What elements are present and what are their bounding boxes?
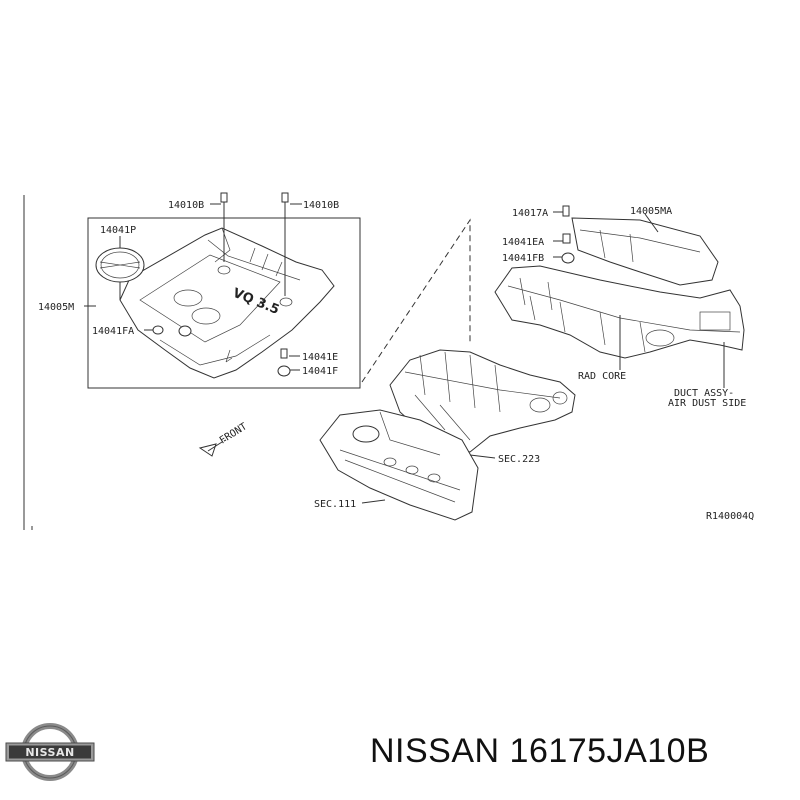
label-14017a: 14017A — [512, 208, 548, 219]
label-sec111: SEC.111 — [314, 499, 356, 510]
logo-text: NISSAN — [25, 746, 74, 759]
label-reference-code: R140004Q — [706, 511, 754, 522]
fastener-14010b-left — [220, 192, 228, 216]
fastener-14017a — [562, 205, 570, 217]
label-sec223: SEC.223 — [498, 454, 540, 465]
part-number-title: NISSAN 16175JA10B — [370, 732, 710, 770]
front-arrow — [198, 439, 227, 457]
grommet-14041fb — [561, 252, 575, 264]
grommet-14041ea — [562, 233, 571, 244]
label-rad-core: RAD CORE — [578, 371, 626, 382]
label-14010b-right: 14010B — [303, 200, 339, 211]
intake-manifold — [389, 349, 576, 453]
air-duct-assembly — [494, 217, 745, 359]
dashed-connector — [361, 218, 471, 383]
label-14041fb: 14041FB — [502, 253, 544, 264]
label-front: FRONT — [218, 421, 249, 446]
label-14041f: 14041F — [302, 366, 338, 377]
engine-cover: VQ 3.5 — [119, 227, 335, 379]
leader-lines-right — [361, 211, 725, 504]
label-14010b-left: 14010B — [168, 200, 204, 211]
label-duct-assy: DUCT ASSY- — [674, 388, 734, 399]
leader-lines-left — [84, 203, 302, 371]
label-14041e: 14041E — [302, 352, 338, 363]
fastener-14010b-right — [281, 192, 289, 216]
emblem-14041p — [95, 247, 145, 283]
label-air-dust-side: AIR DUST SIDE — [668, 398, 746, 409]
label-14005ma: 14005MA — [630, 206, 672, 217]
label-14041ea: 14041EA — [502, 237, 544, 248]
cylinder-head — [319, 409, 479, 521]
nissan-logo: NISSAN — [4, 722, 96, 782]
nissan-logo-graphic: NISSAN — [5, 723, 95, 781]
label-14041p: 14041P — [100, 225, 136, 236]
grommet-14041e — [280, 348, 288, 359]
label-14041fa: 14041FA — [92, 326, 134, 337]
grommet-14041f — [277, 365, 291, 377]
label-14005m: 14005M — [38, 302, 74, 313]
